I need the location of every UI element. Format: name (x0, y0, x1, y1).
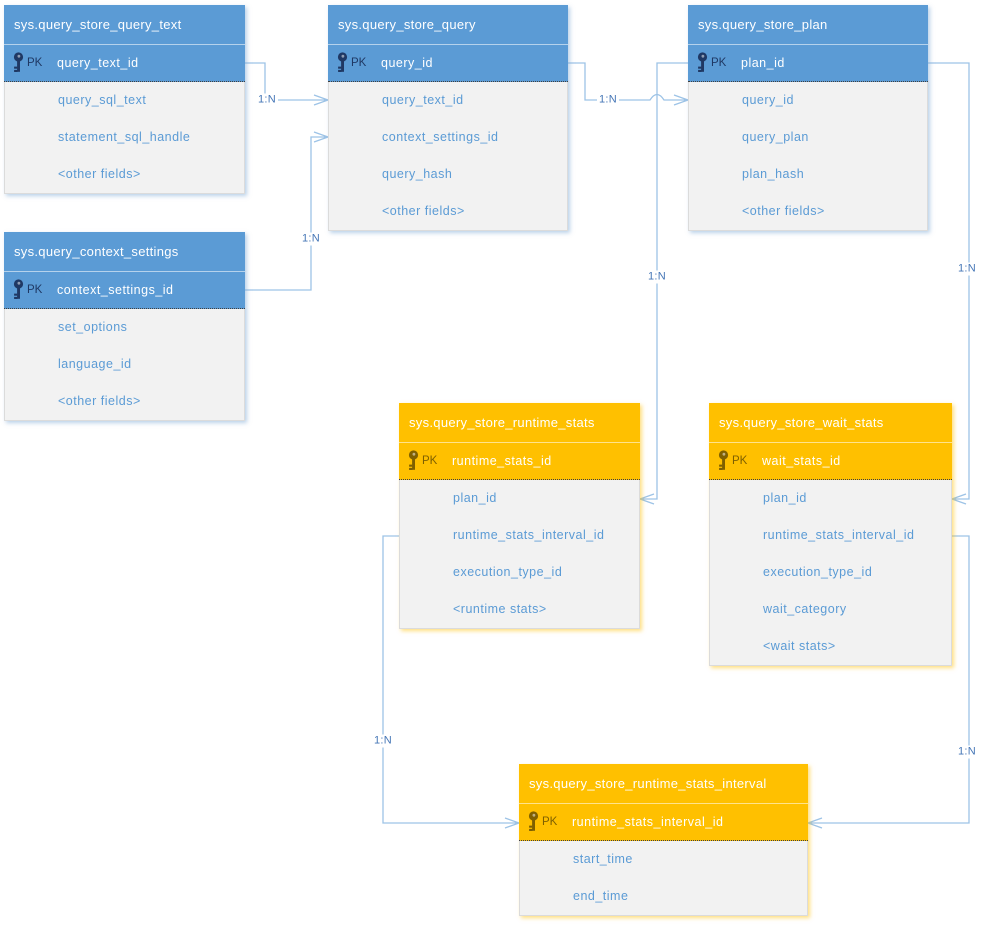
relationship-connector-query-plan (568, 62, 689, 106)
relationship-connector-plan-runtime_stats (639, 62, 688, 505)
relationship-connector-wait_stats-interval (807, 535, 970, 829)
relationship-connector-context_settings-query (245, 131, 329, 291)
relationship-connector-plan-wait_stats (928, 62, 970, 505)
relationship-connector-runtime_stats-interval (382, 535, 520, 829)
relationship-connector-query_text-query (245, 62, 329, 106)
